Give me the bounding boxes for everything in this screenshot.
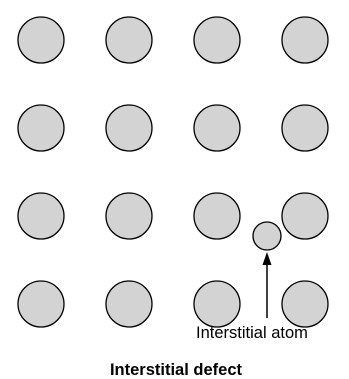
lattice-atom-r2-c4 (281, 104, 329, 152)
lattice-atom-r1-c3 (193, 16, 241, 64)
interstitial-pointer-arrow (262, 252, 272, 318)
lattice-atom-r4-c2 (105, 280, 153, 328)
diagram-caption: Interstitial defect (110, 361, 243, 379)
lattice-atom-r3-c1 (17, 192, 65, 240)
interstitial-atom-label: Interstitial atom (196, 324, 308, 342)
lattice-atom-r2-c1 (17, 104, 65, 152)
lattice-atom-r3-c4 (281, 192, 329, 240)
lattice-atom-r3-c3 (193, 192, 241, 240)
arrow-head (262, 252, 272, 265)
lattice-atom-r4-c4 (281, 280, 329, 328)
lattice-atom-r3-c2 (105, 192, 153, 240)
lattice-atom-r4-c3 (193, 280, 241, 328)
lattice-atom-r4-c1 (17, 280, 65, 328)
lattice-atoms (17, 16, 329, 328)
lattice-atom-r1-c2 (105, 16, 153, 64)
interstitial-atom (252, 221, 282, 251)
lattice-atom-r1-c1 (17, 16, 65, 64)
lattice-atom-r1-c4 (281, 16, 329, 64)
lattice-atom-r2-c3 (193, 104, 241, 152)
lattice-atom-r2-c2 (105, 104, 153, 152)
